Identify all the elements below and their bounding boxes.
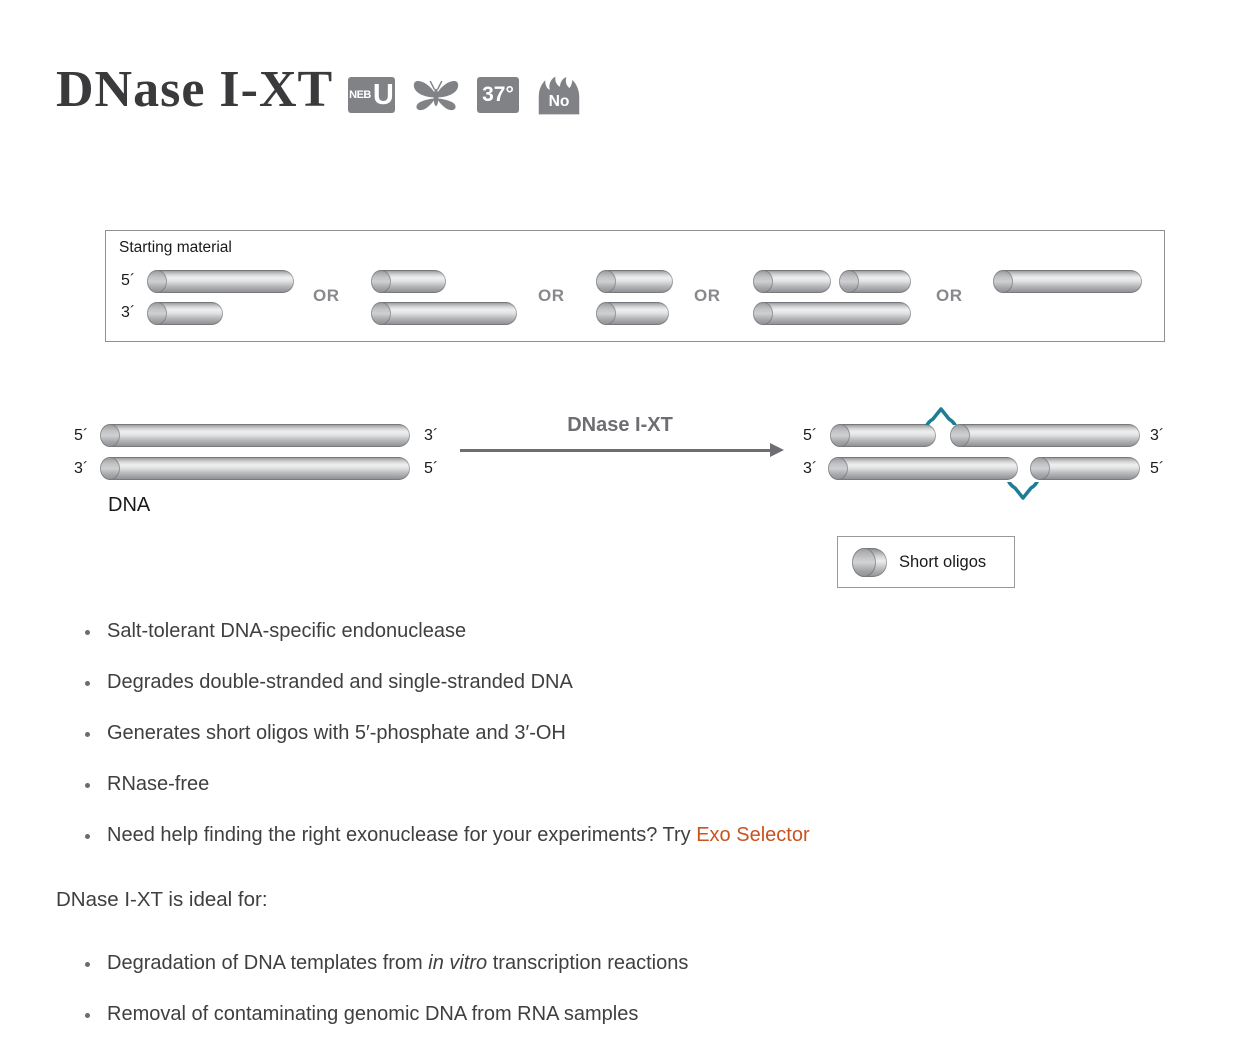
feature-text: Degrades double-stranded and single-stra… [107, 671, 573, 693]
reaction-arrow [460, 449, 772, 452]
ideal-for-text: Removal of contaminating genomic DNA fro… [107, 1003, 639, 1025]
nebu-badge-large-text: U [372, 79, 394, 111]
bullet-dot [85, 783, 90, 788]
three-prime-label: 3´ [121, 304, 136, 321]
dna-strand-cylinder [371, 302, 517, 325]
nebu-badge-icon: NEB U [348, 77, 395, 113]
feature-text: Need help finding the right exonuclease … [107, 824, 810, 847]
short-oligos-legend: Short oligos [837, 536, 1015, 588]
feature-text: Generates short oligos with 5′-phosphate… [107, 722, 566, 744]
or-separator: OR [694, 286, 721, 305]
feature-item: Need help finding the right exonuclease … [85, 824, 1195, 847]
incubation-temperature-badge: 37° [477, 77, 519, 113]
cleaved-bottom-strand-left [828, 457, 1018, 480]
or-separator: OR [936, 286, 963, 305]
property-icon-row: NEB U 37° No [348, 76, 582, 115]
ideal-for-heading: DNase I-XT is ideal for: [56, 888, 268, 911]
dna-strand-cylinder [147, 270, 294, 293]
exo-selector-link[interactable]: Exo Selector [696, 824, 810, 846]
three-prime-label: 3´ [1150, 427, 1165, 444]
bullet-dot [85, 630, 90, 635]
ideal-text-italic: in vitro [428, 952, 488, 974]
dna-strand-cylinder [371, 270, 446, 293]
starting-material-label: Starting material [119, 239, 232, 256]
no-heat-inactivation-text: No [549, 93, 570, 110]
short-oligo-cylinder-icon [852, 548, 887, 577]
ideal-text-pre: Degradation of DNA templates from [107, 952, 429, 974]
legend-label: Short oligos [899, 553, 987, 571]
no-heat-inactivation-icon: No [538, 76, 580, 115]
or-separator: OR [313, 286, 340, 305]
endonuclease-enzyme-icon [925, 407, 957, 425]
dsdna-bottom-strand [100, 457, 410, 480]
feature-item: Degrades double-stranded and single-stra… [85, 671, 1195, 694]
reaction-arrow-head [770, 443, 784, 457]
five-prime-label: 5´ [74, 427, 89, 444]
bullet-dot [85, 681, 90, 686]
feature-item: RNase-free [85, 773, 1195, 796]
feature-item: Salt-tolerant DNA-specific endonuclease [85, 620, 1195, 643]
ssdna-strand-cylinder [993, 270, 1142, 293]
three-prime-label: 3´ [424, 427, 439, 444]
three-prime-label: 3´ [74, 460, 89, 477]
or-separator: OR [538, 286, 565, 305]
dna-substrate-label: DNA [108, 494, 151, 516]
dna-strand-cylinder [753, 270, 831, 293]
starting-material-box: Starting material 5´ 3´ OR OR OR OR [105, 230, 1165, 342]
five-prime-label: 5´ [803, 427, 818, 444]
feature-text: RNase-free [107, 773, 210, 795]
page-title: DNase I-XT [56, 61, 334, 118]
cleaved-bottom-strand-right [1030, 457, 1140, 480]
dna-strand-cylinder [147, 302, 223, 325]
five-prime-label: 5´ [424, 460, 439, 477]
butterfly-icon [413, 80, 459, 111]
five-prime-label: 5´ [121, 272, 136, 289]
bullet-dot [85, 962, 90, 967]
nebu-badge-small-text: NEB [349, 89, 371, 101]
cleaved-top-strand-right [950, 424, 1140, 447]
dna-strand-cylinder [596, 270, 673, 293]
ideal-text-post: transcription reactions [487, 952, 689, 974]
dna-strand-cylinder [596, 302, 669, 325]
feature-list: Salt-tolerant DNA-specific endonuclease … [85, 620, 1195, 875]
ideal-for-list: Degradation of DNA templates from in vit… [85, 952, 1195, 1054]
feature-text-segment: Need help finding the right exonuclease … [107, 824, 697, 846]
dna-strand-cylinder [753, 302, 911, 325]
feature-item: Generates short oligos with 5′-phosphate… [85, 722, 1195, 745]
bullet-dot [85, 732, 90, 737]
bullet-dot [85, 834, 90, 839]
feature-text: Salt-tolerant DNA-specific endonuclease [107, 620, 467, 642]
three-prime-label: 3´ [803, 460, 818, 477]
five-prime-label: 5´ [1150, 460, 1165, 477]
reaction-enzyme-label: DNase I-XT [567, 414, 673, 436]
dsdna-top-strand [100, 424, 410, 447]
ideal-for-text: Degradation of DNA templates from in vit… [107, 952, 688, 975]
endonuclease-enzyme-icon [1007, 482, 1039, 500]
cleaved-top-strand-left [830, 424, 936, 447]
dna-strand-cylinder [839, 270, 911, 293]
temperature-text: 37° [482, 83, 514, 106]
bullet-dot [85, 1013, 90, 1018]
ideal-for-item: Degradation of DNA templates from in vit… [85, 952, 1195, 975]
ideal-for-item: Removal of contaminating genomic DNA fro… [85, 1003, 1195, 1026]
